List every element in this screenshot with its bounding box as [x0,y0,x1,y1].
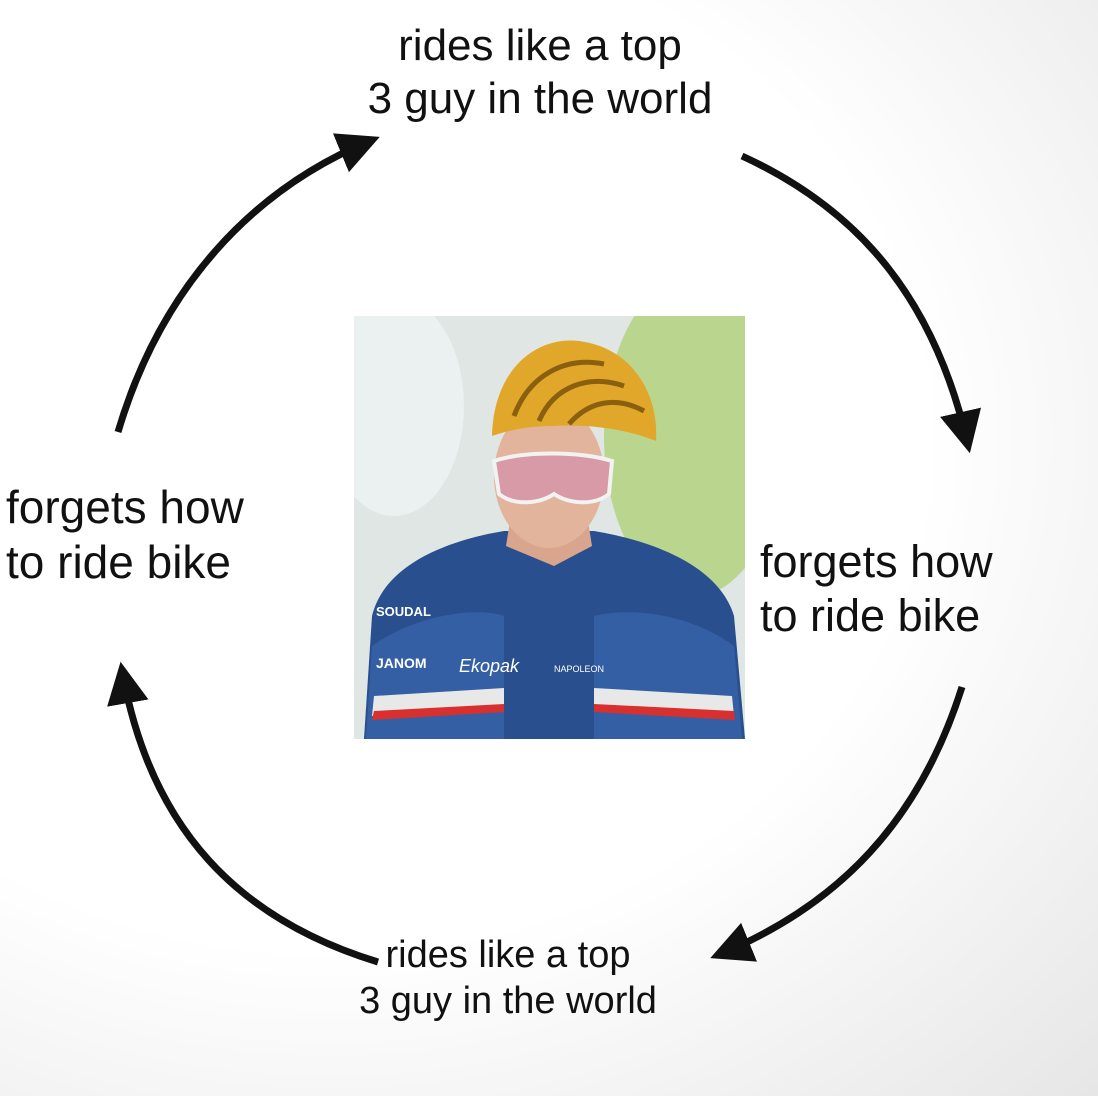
node-left-label: forgets how to ride bike [0,480,326,590]
node-right-line-1: forgets how [760,536,993,587]
jersey-text-3: Ekopak [459,656,520,676]
node-top-label: rides like a top 3 guy in the world [300,20,780,126]
arrow-right-to-bottom [710,685,966,962]
arrow-left-to-top [114,133,380,433]
sunglasses [491,451,615,505]
node-bottom-label: rides like a top 3 guy in the world [318,933,698,1024]
node-left-line-1: forgets how [6,481,244,533]
node-bottom-line-2: 3 guy in the world [359,979,657,1022]
node-top-line-1: rides like a top [398,21,682,70]
jersey-text-4: NAPOLEON [554,664,604,674]
cyclist-illustration: SOUDAL JANOM Ekopak NAPOLEON [354,316,745,739]
arrow-top-to-right [740,152,982,454]
jersey-text-2: JANOM [376,655,427,671]
helmet [492,340,657,441]
node-right-line-2: to ride bike [760,590,981,641]
center-cyclist-photo: SOUDAL JANOM Ekopak NAPOLEON [354,316,745,739]
node-top-line-2: 3 guy in the world [367,73,713,123]
node-bottom-line-1: rides like a top [385,934,631,976]
node-left-line-2: to ride bike [6,536,232,589]
node-right-label: forgets how to ride bike [760,535,1090,643]
arrow-bottom-to-left [107,661,380,966]
jersey-text-1: SOUDAL [376,604,431,619]
